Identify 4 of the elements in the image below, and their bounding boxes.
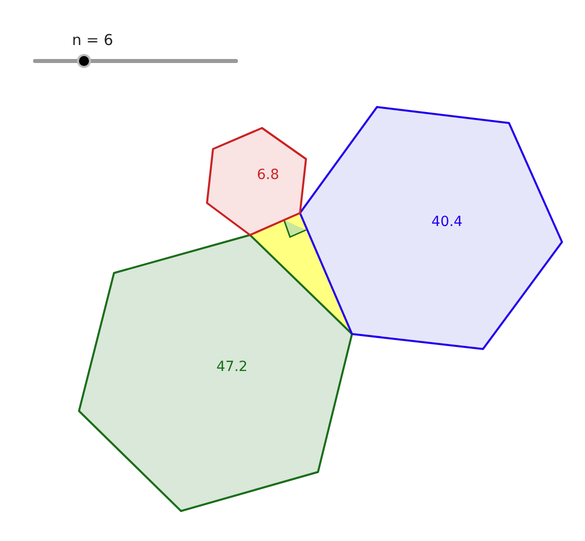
area-value: 6.8 (256, 167, 280, 183)
area-value: 40.4 (431, 214, 463, 230)
area-value: 47.2 (216, 359, 248, 375)
slider-label: n = 6 (72, 31, 114, 49)
